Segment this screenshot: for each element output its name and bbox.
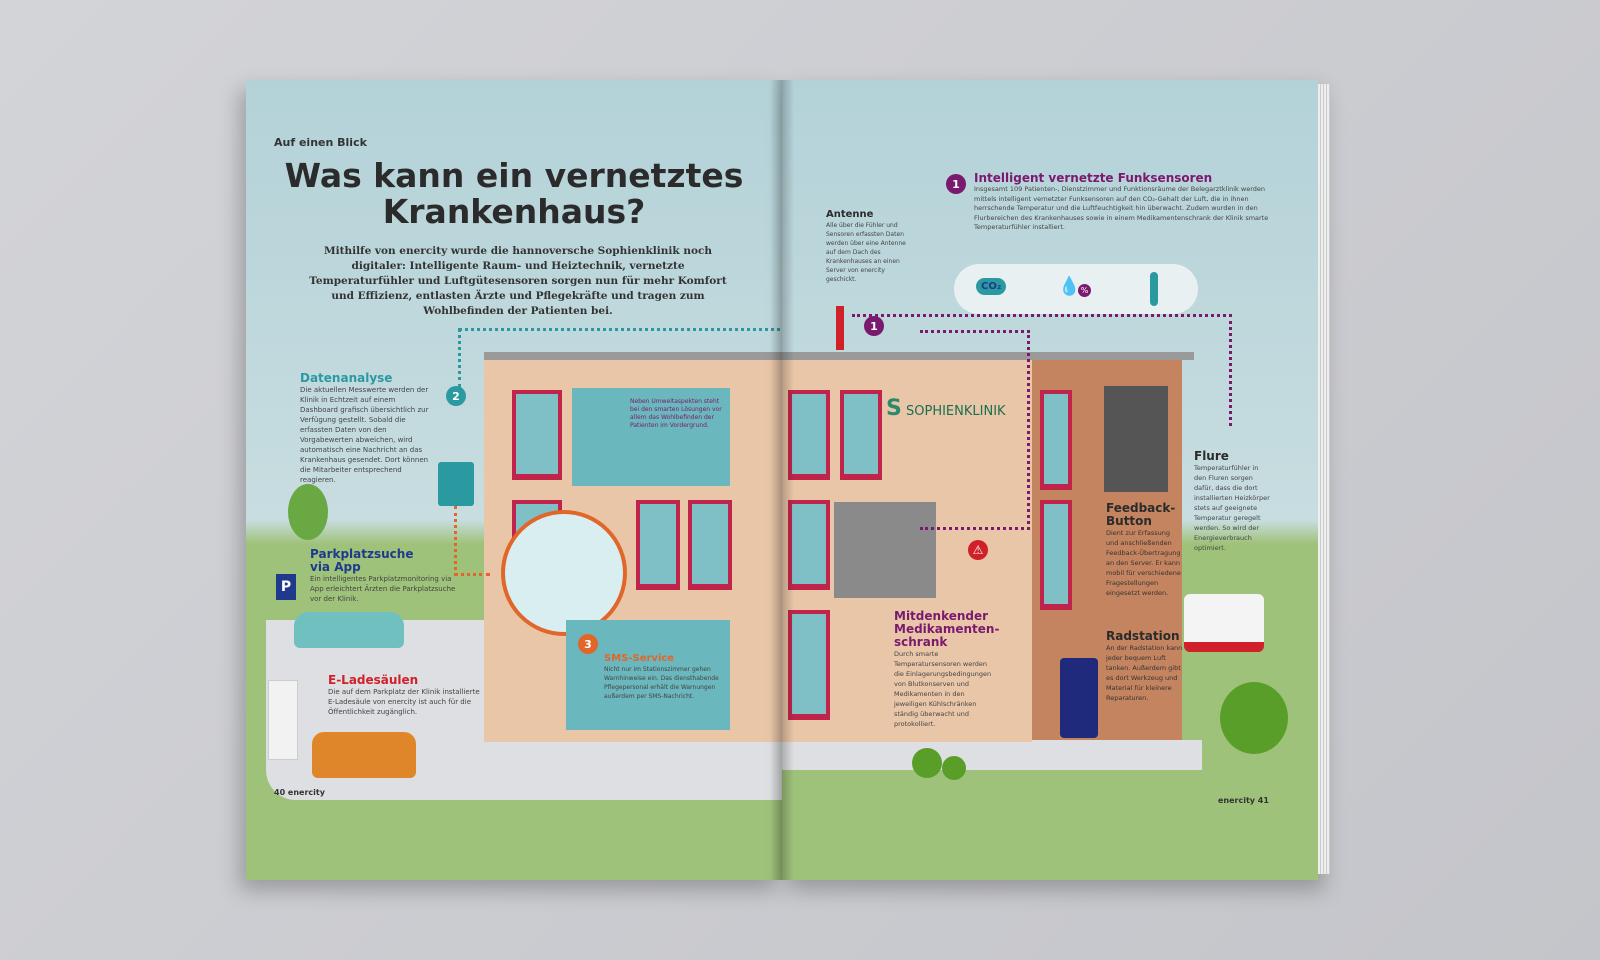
humidity-drop-icon: 💧 bbox=[1058, 276, 1081, 297]
schrank-block: Mitdenkender Medikamenten- schrank Durch… bbox=[894, 609, 1000, 729]
staircase bbox=[1104, 386, 1168, 492]
antenne-block: Antenne Alle über die Fühler und Sensore… bbox=[826, 208, 916, 284]
datenanalyse-title: Datenanalyse bbox=[300, 371, 393, 385]
tree bbox=[288, 484, 328, 540]
funk-block: Intelligent vernetzte Funksensoren Insge… bbox=[974, 172, 1274, 233]
window bbox=[636, 500, 680, 590]
page-title: Was kann ein vernetztes Krankenhaus? bbox=[246, 158, 782, 230]
page-edges bbox=[1318, 84, 1330, 874]
window bbox=[1040, 390, 1072, 490]
flure-title: Flure bbox=[1194, 449, 1229, 463]
car-orange bbox=[312, 732, 416, 778]
schrank-title-1: Mitdenkender bbox=[894, 609, 989, 623]
nurse-sms-circle bbox=[501, 510, 627, 636]
roof bbox=[782, 352, 1194, 360]
medicine-cabinet-room bbox=[834, 502, 936, 598]
window bbox=[788, 610, 830, 720]
roof bbox=[484, 352, 782, 360]
clinic-logo: S SOPHIENKLINIK bbox=[886, 396, 1006, 421]
percent-icon: % bbox=[1078, 284, 1091, 297]
parkplatz-block: Parkplatzsuche via App Ein intelligentes… bbox=[310, 548, 460, 604]
badge-3: 3 bbox=[578, 634, 598, 654]
logo-s-icon: S bbox=[886, 396, 902, 421]
cabinet-flow-line bbox=[920, 330, 1030, 530]
left-page: Neben Umweltaspekten steht bei den smart… bbox=[246, 80, 782, 880]
data-flow-line bbox=[458, 328, 782, 388]
feedback-title-2: Button bbox=[1106, 514, 1152, 528]
badge-1: 1 bbox=[946, 174, 966, 194]
bush bbox=[912, 748, 942, 778]
title-line-2: Krankenhaus? bbox=[382, 192, 646, 231]
feedback-text: Dient zur Erfassung und anschließenden F… bbox=[1106, 529, 1181, 597]
window bbox=[1040, 500, 1072, 610]
laden-title: E-Ladesäulen bbox=[328, 673, 419, 687]
antenna-icon bbox=[836, 306, 844, 350]
folio-right: enercity 41 bbox=[1218, 796, 1269, 805]
schrank-text: Durch smarte Temperatursensoren werden d… bbox=[894, 650, 992, 728]
antenne-title: Antenne bbox=[826, 209, 874, 220]
folio-left: 40 enercity bbox=[274, 788, 325, 797]
badge-2: 2 bbox=[446, 386, 466, 406]
badge-1-roof: 1 bbox=[864, 316, 884, 336]
parkplatz-title-1: Parkplatzsuche bbox=[310, 547, 414, 561]
laden-text: Die auf dem Parkplatz der Klinik install… bbox=[328, 688, 480, 716]
right-page: S SOPHIENKLINIK CO₂ 💧 % 1 ⚠ Antenne Alle… bbox=[782, 80, 1318, 880]
warning-icon: ⚠ bbox=[968, 540, 988, 560]
tree bbox=[1220, 682, 1288, 754]
feedback-block: Feedback- Button Dient zur Erfassung und… bbox=[1106, 502, 1182, 598]
window bbox=[840, 390, 882, 480]
sms-title: SMS-Service bbox=[604, 653, 675, 664]
bush bbox=[942, 756, 966, 780]
datenanalyse-block: Datenanalyse Die aktuellen Messwerte wer… bbox=[300, 372, 430, 485]
charging-station-icon bbox=[268, 680, 298, 760]
laden-block: E-Ladesäulen Die auf dem Parkplatz der K… bbox=[328, 674, 488, 717]
sms-block: SMS-Service Nicht nur im Stationszimmer … bbox=[604, 652, 728, 701]
window bbox=[688, 500, 732, 590]
schrank-title-3: schrank bbox=[894, 635, 948, 649]
sensor-flow-line bbox=[852, 314, 1232, 426]
bike-station-pillar bbox=[1060, 658, 1098, 738]
funk-title: Intelligent vernetzte Funksensoren bbox=[974, 171, 1213, 185]
parkplatz-text: Ein intelligentes Parkplatzmonitoring vi… bbox=[310, 575, 456, 603]
intro-text: Mithilfe von enercity wurde die hannover… bbox=[309, 245, 727, 317]
flure-text: Temperaturfühler in den Fluren sorgen da… bbox=[1194, 464, 1270, 552]
title-line-1: Was kann ein vernetztes bbox=[284, 156, 744, 195]
ambulance bbox=[1184, 594, 1264, 652]
antenne-text: Alle über die Fühler und Sensoren erfass… bbox=[826, 222, 906, 283]
co2-cloud-icon: CO₂ bbox=[976, 278, 1007, 295]
thermometer-icon bbox=[1150, 272, 1158, 306]
sidewalk bbox=[782, 740, 1202, 770]
umwelt-text: Neben Umweltaspekten steht bei den smart… bbox=[630, 398, 722, 429]
car-teal bbox=[294, 612, 404, 648]
radstation-block: Radstation An der Radstation kann jeder … bbox=[1106, 630, 1184, 703]
radstation-title: Radstation bbox=[1106, 629, 1180, 643]
parkplatz-title-2: via App bbox=[310, 560, 361, 574]
patient-room: Neben Umweltaspekten steht bei den smart… bbox=[572, 388, 730, 486]
kicker: Auf einen Blick bbox=[274, 136, 367, 149]
book-spine bbox=[770, 80, 794, 880]
server-icon bbox=[438, 462, 474, 506]
window bbox=[788, 390, 830, 480]
window bbox=[512, 390, 562, 480]
clinic-logo-text: SOPHIENKLINIK bbox=[906, 404, 1006, 419]
parking-sign-icon: P bbox=[276, 574, 296, 600]
flure-block: Flure Temperaturfühler in den Fluren sor… bbox=[1194, 450, 1272, 553]
feedback-title-1: Feedback- bbox=[1106, 501, 1176, 515]
sms-text: Nicht nur im Stationszimmer gehen Warnhi… bbox=[604, 666, 719, 700]
sms-flow-line bbox=[454, 506, 490, 576]
window bbox=[788, 500, 830, 590]
funk-text: Insgesamt 109 Patienten-, Dienstzimmer u… bbox=[974, 185, 1269, 231]
sensor-icons-pill: CO₂ 💧 % bbox=[954, 264, 1198, 314]
datenanalyse-text: Die aktuellen Messwerte werden der Klini… bbox=[300, 386, 429, 484]
schrank-title-2: Medikamenten- bbox=[894, 622, 1000, 636]
radstation-text: An der Radstation kann jeder bequem Luft… bbox=[1106, 644, 1183, 702]
